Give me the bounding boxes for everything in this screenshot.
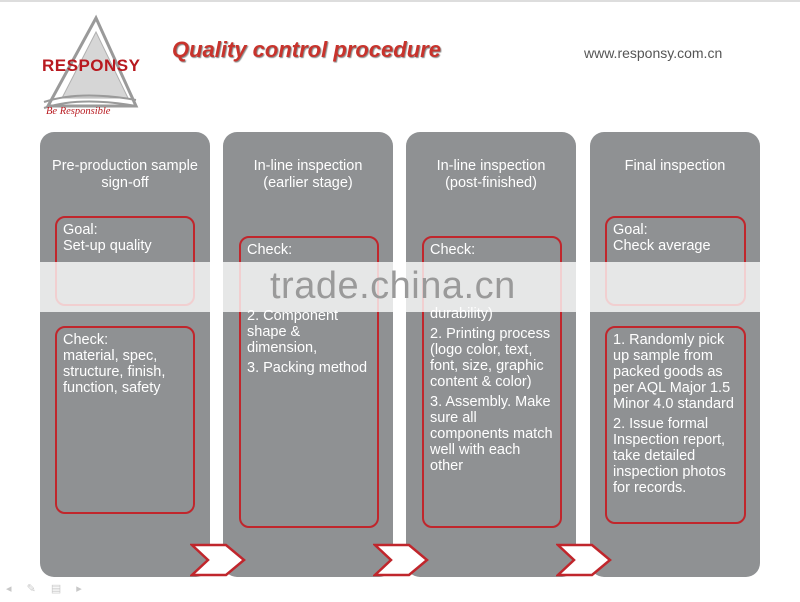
goal-text: Goal: Check average [613, 222, 711, 254]
check-label: Check: [430, 242, 476, 258]
top-divider [0, 0, 800, 2]
check-item-3: 3. Packing method [247, 360, 368, 376]
brand-tagline: Be Responsible [46, 106, 111, 117]
stage-heading: Final inspection [624, 158, 726, 174]
procedure-box: 1. Randomly pick up sample from packed g… [605, 326, 746, 524]
slideshow-controls[interactable]: ◂ ✎ ▤ ▸ [6, 583, 88, 595]
stage-heading: In-line inspection (post-finished) [436, 158, 546, 191]
stage-heading: Pre-production sample sign-off [52, 158, 198, 191]
check-item-2: 2. Printing process (logo color, text, f… [430, 326, 551, 390]
procedure-step-1: 1. Randomly pick up sample from packed g… [613, 332, 734, 412]
check-box: Check: 2. Component shape & dimension, 3… [239, 236, 379, 528]
goal-box: Goal: Check average [605, 216, 746, 306]
chevron-arrow-icon [373, 543, 429, 577]
goal-text: Goal: Set-up quality [63, 222, 152, 254]
stage-inline-earlier: In-line inspection (earlier stage) Check… [223, 132, 393, 577]
check-label: Check: [247, 242, 293, 258]
chevron-arrow-icon [190, 543, 246, 577]
chevron-arrow-icon [556, 543, 612, 577]
website-url: www.responsy.com.cn [584, 45, 723, 61]
watermark-band [0, 262, 800, 312]
stage-final: Final inspection Goal: Check average 1. … [590, 132, 760, 577]
check-box: Check: material, spec, structure, finish… [55, 326, 195, 514]
check-item-3: 3. Assembly. Make sure all components ma… [430, 394, 553, 474]
page-title: Quality control procedure [172, 37, 441, 62]
check-item-2: 2. Component shape & dimension, [247, 308, 339, 356]
logo-triangle-icon [43, 14, 139, 109]
check-text: Check: material, spec, structure, finish… [63, 332, 166, 396]
stage-inline-post: In-line inspection (post-finished) Check… [406, 132, 576, 577]
stage-heading: In-line inspection (earlier stage) [253, 158, 363, 191]
stage-pre-production: Pre-production sample sign-off Goal: Set… [40, 132, 210, 577]
brand-name: RESPONSY [42, 56, 141, 75]
watermark-text: trade.china.cn [270, 265, 516, 307]
procedure-step-2: 2. Issue formal Inspection report, take … [613, 416, 726, 496]
